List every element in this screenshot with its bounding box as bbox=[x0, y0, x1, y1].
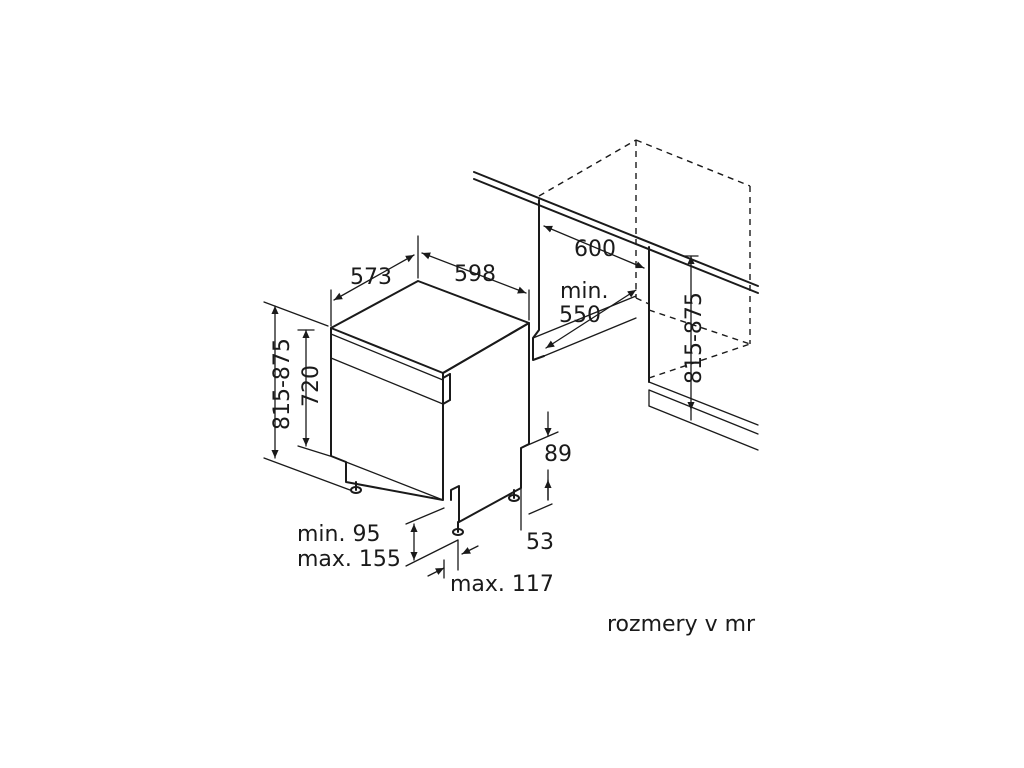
dishwasher-body bbox=[330, 280, 530, 536]
foot-depth-label: max. 117 bbox=[450, 572, 554, 597]
foot-max-label: max. 155 bbox=[297, 547, 401, 572]
plinth-top-label: 89 bbox=[544, 442, 572, 467]
installation-niche bbox=[473, 139, 759, 451]
niche-min-value: 550 bbox=[559, 303, 601, 328]
depth-label: 573 bbox=[350, 265, 392, 290]
foot-min-label: min. 95 bbox=[297, 522, 380, 547]
niche-dimension-lines bbox=[543, 225, 699, 421]
plinth-bottom-label: 53 bbox=[526, 530, 554, 555]
total-height-label: 815-875 bbox=[270, 338, 295, 430]
body-height-label: 720 bbox=[299, 365, 324, 407]
niche-min-label: min. bbox=[560, 279, 608, 304]
niche-height-label: 815-875 bbox=[682, 292, 707, 384]
niche-width-label: 600 bbox=[574, 237, 616, 262]
dimension-labels: 573 598 815-875 720 600 min. 550 815-875… bbox=[270, 237, 707, 597]
dishwasher-dimension-lines bbox=[263, 235, 559, 579]
units-caption: rozmery v mr bbox=[607, 612, 756, 637]
width-label: 598 bbox=[454, 262, 496, 287]
